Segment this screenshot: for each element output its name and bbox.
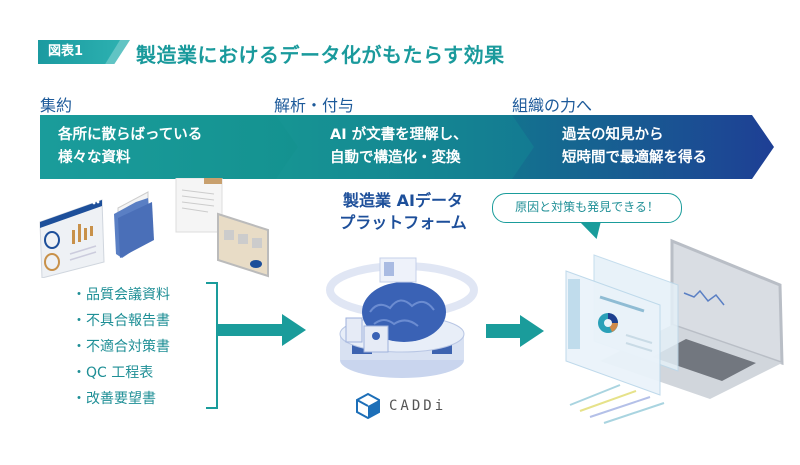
- chevron-stage-1-line-1: 各所に散らばっている: [58, 127, 203, 143]
- diagram-title: 製造業におけるデータ化がもたらす効果: [136, 43, 505, 67]
- figure-label-badge: 図表1: [38, 40, 120, 64]
- stage-label-organization: 組織の力へ: [512, 96, 593, 115]
- brain-platform-illustration: [326, 257, 478, 378]
- document-paper-icon: [175, 178, 223, 233]
- chevron-stage-3: 過去の知見から 短時間で最適解を得る: [512, 115, 774, 179]
- list-item: ・不適合対策書: [72, 339, 170, 355]
- list-item: ・不具合報告書: [72, 313, 170, 329]
- stage-label-analyze: 解析・付与: [274, 96, 355, 115]
- list-item: ・改善要望書: [72, 391, 156, 407]
- chevron-stage-2-line-2: 自動で構造化・変換: [330, 150, 461, 166]
- chevron-stage-1-line-2: 様々な資料: [58, 150, 131, 166]
- arrow-right-icon: [486, 315, 544, 347]
- chevron-stage-1: 各所に散らばっている 様々な資料: [40, 115, 302, 179]
- list-bracket: [206, 282, 218, 409]
- speech-bubble: 原因と対策も発見できる！: [492, 193, 682, 223]
- pie-chart-icon: [598, 313, 618, 333]
- chevron-stage-3-line-1: 過去の知見から: [562, 127, 664, 143]
- arrow-right-icon: [216, 314, 306, 346]
- video-panel-icon: [217, 212, 269, 278]
- folder-icon: [114, 191, 154, 258]
- dashboard-window-icon: [39, 199, 105, 278]
- list-item: ・QC 工程表: [72, 365, 154, 381]
- chevron-stage-2: AI が文書を理解し、 自動で構造化・変換: [276, 115, 538, 179]
- scattered-documents-illustration: [39, 178, 269, 278]
- caddi-logo-cube-icon: [356, 392, 380, 420]
- platform-title-line-2: プラットフォーム: [339, 213, 467, 232]
- platform-title: 製造業 AIデータ プラットフォーム: [318, 190, 488, 234]
- caddi-logo-text: CADDi: [389, 398, 447, 414]
- data-lines-decoration: [569, 384, 665, 424]
- document-type-list: ・品質会議資料 ・不具合報告書 ・不適合対策書 ・QC 工程表 ・改善要望書: [72, 282, 170, 412]
- chevron-stage-3-line-2: 短時間で最適解を得る: [562, 150, 707, 166]
- list-item: ・品質会議資料: [72, 287, 170, 303]
- platform-title-line-1: 製造業 AIデータ: [343, 191, 463, 210]
- laptop-dashboard-illustration: [565, 238, 784, 424]
- stage-label-aggregate: 集約: [40, 96, 73, 115]
- chevron-stage-2-line-1: AI が文書を理解し、: [330, 127, 468, 143]
